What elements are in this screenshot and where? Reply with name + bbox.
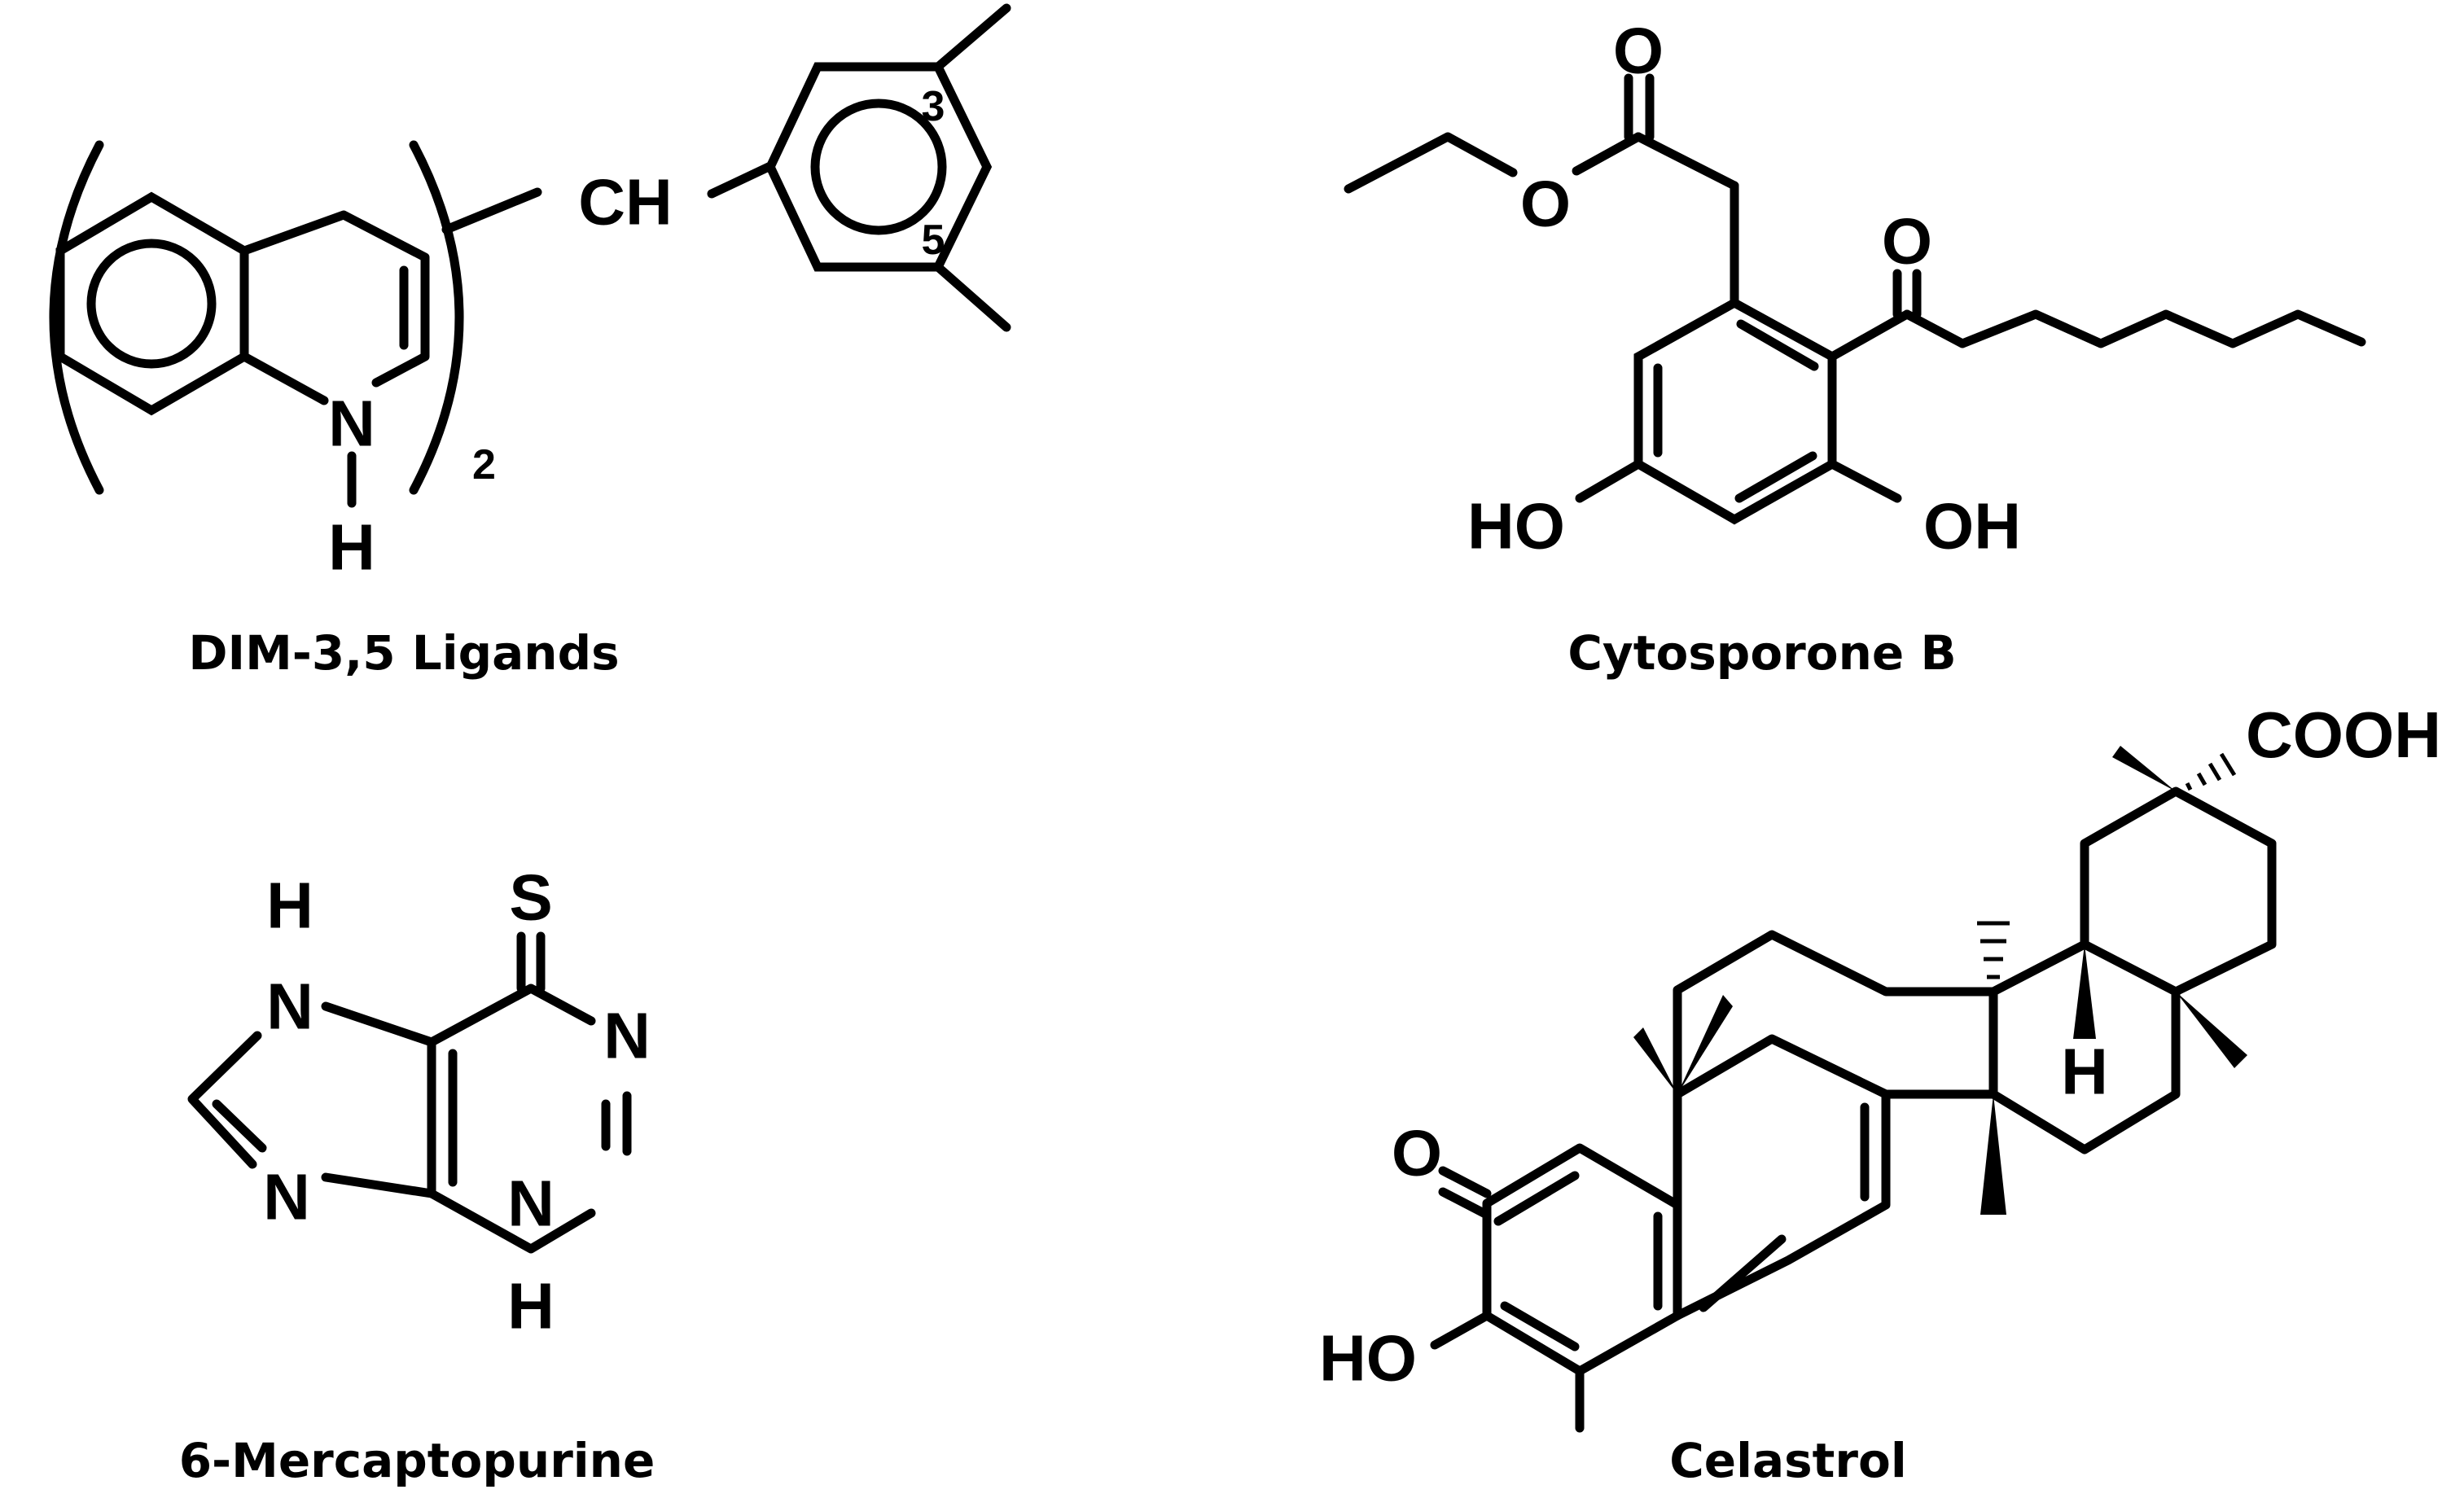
right-parenthesis (409, 140, 464, 495)
c20-hashed-cooh (2185, 752, 2237, 791)
caption-cytosporone-b: Cytosporone B (1567, 625, 1956, 681)
dimethylphenyl-ring (765, 62, 993, 272)
ring-e (2080, 786, 2277, 997)
ketone-o-label: O (1392, 1117, 1442, 1189)
molecule-6-mercaptopurine: S N H N N N H 6-Mercaptopurine (179, 861, 655, 1489)
cooh-label: COOH (2246, 699, 2441, 771)
purine-six-ring (427, 983, 632, 1254)
c18-h-wedge (2073, 944, 2096, 1039)
ho-left-bond (1575, 459, 1643, 503)
imidazole-double-bond (212, 1099, 267, 1153)
c14-hashed-methyl (1977, 921, 2010, 979)
n1-label: N (603, 1000, 651, 1072)
methyl-3-bond (933, 3, 1011, 72)
molecule-dim-3-5-ligands: N H 2 CH 3 5 DIM-3,5 Ligands (49, 3, 1011, 681)
h-label: H (2061, 1036, 2108, 1108)
ring-d (1988, 940, 2181, 1154)
ring-b (1673, 1034, 1891, 1321)
ester-o-label: O (1520, 168, 1571, 240)
ring-ketone-bond (1827, 309, 1912, 361)
c17-methyl-wedge (2176, 992, 2247, 1068)
n7-label: N (266, 970, 313, 1043)
sulfur-label: S (509, 861, 552, 934)
c3-ch-bond (441, 187, 542, 234)
resorcinol-ring (1633, 297, 1837, 525)
n3-label: N (507, 1167, 555, 1240)
caption-celastrol: Celastrol (1669, 1433, 1907, 1488)
position-3-label: 3 (922, 83, 945, 130)
ring-inner-double-1 (1736, 319, 1819, 371)
ring-a (1482, 1143, 1682, 1376)
ester-ethyl-bond (1344, 132, 1518, 194)
phenyl-aromatic-circle (810, 99, 947, 235)
nitrogen-label: N (328, 388, 375, 460)
n9-label: N (263, 1161, 310, 1233)
c2-ketone-a (1438, 1166, 1492, 1198)
c9-methyl-wedge (1677, 995, 1733, 1094)
hydrogen-label: H (328, 511, 375, 584)
ring-a-double-1 (1493, 1171, 1580, 1226)
ring-b-double-c6-c7 (1699, 1234, 1787, 1312)
carbonyl-ester-o-bond (1572, 132, 1643, 176)
subscript-2-label: 2 (472, 441, 496, 488)
ketone-o-label: O (1882, 205, 1932, 278)
c13-methyl-wedge (1980, 1094, 2006, 1215)
caption-6-mercaptopurine: 6-Mercaptopurine (179, 1433, 655, 1488)
caption-dim-3-5-ligands: DIM-3,5 Ligands (188, 625, 619, 681)
ch2-carbonyl-bond (1633, 132, 1739, 191)
c3-ho-bond (1430, 1311, 1492, 1350)
molecule-cytosporone-b: O O O HO OH Cytosporone B (1344, 15, 2366, 681)
ho-label: HO (1467, 490, 1565, 563)
c20-methyl-wedge (2112, 746, 2176, 791)
h7-label: H (266, 870, 313, 942)
ester-carbonyl-o-label: O (1613, 15, 1664, 87)
molecule-celastrol: O HO H (1319, 699, 2441, 1488)
oh-right-bond (1827, 459, 1902, 503)
octyl-chain (1902, 309, 2366, 348)
methyl-5-bond (933, 262, 1011, 332)
position-5-label: 5 (922, 217, 945, 264)
oh-label: OH (1923, 490, 2021, 563)
c9-methyl-wedge-alt (1633, 1027, 1677, 1094)
aromatic-circle (86, 239, 217, 369)
ring-inner-double-2 (1734, 451, 1817, 503)
indole-n-bond (239, 352, 329, 405)
left-parenthesis (49, 140, 104, 495)
c2-ketone-b (1438, 1187, 1492, 1220)
ch-label: CH (578, 166, 673, 239)
ring-a-double-2 (1500, 1301, 1580, 1351)
ho-label: HO (1319, 1322, 1417, 1395)
indole-pyrrole-bonds (239, 210, 430, 388)
purine-five-ring (187, 1001, 436, 1198)
h3-label: H (507, 1270, 555, 1343)
ch-phenyl-bond (707, 161, 775, 199)
